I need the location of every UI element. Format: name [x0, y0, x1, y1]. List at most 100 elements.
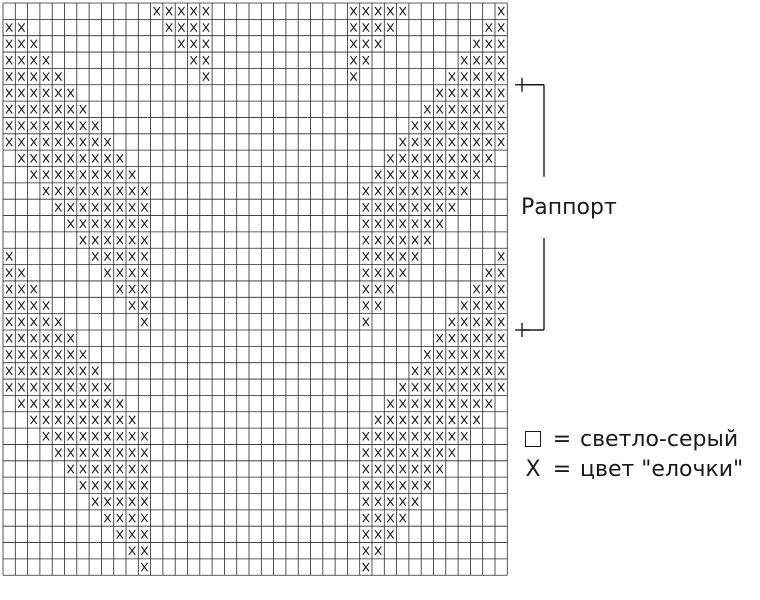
pattern-stitch-x	[128, 235, 136, 245]
pattern-stitch-x	[17, 39, 26, 49]
rapport-bracket	[515, 77, 545, 337]
pattern-stitch-x	[448, 317, 456, 327]
pattern-stitch-x	[30, 350, 38, 360]
pattern-stitch-x	[411, 219, 419, 229]
pattern-stitch-x	[497, 268, 505, 278]
pattern-stitch-x	[497, 382, 505, 392]
pattern-stitch-x	[485, 333, 493, 343]
pattern-stitch-x	[386, 415, 395, 425]
pattern-stitch-x	[116, 268, 124, 278]
pattern-stitch-x	[448, 333, 456, 343]
pattern-stitch-x	[485, 399, 493, 409]
pattern-stitch-x	[386, 23, 395, 33]
pattern-stitch-x	[472, 317, 481, 327]
pattern-stitch-x	[54, 88, 62, 98]
pattern-stitch-x	[103, 513, 112, 523]
pattern-stitch-x	[79, 219, 87, 229]
pattern-stitch-x	[448, 448, 456, 458]
pattern-stitch-x	[140, 202, 149, 212]
pattern-stitch-x	[30, 137, 38, 147]
legend-row-light-gray: =светло-серый	[522, 427, 738, 453]
pattern-stitch-x	[436, 88, 444, 98]
pattern-stitch-x	[362, 55, 370, 65]
pattern-stitch-x	[472, 137, 481, 147]
pattern-stitch-x	[17, 268, 26, 278]
pattern-stitch-x	[436, 415, 444, 425]
pattern-stitch-x	[91, 464, 99, 474]
pattern-stitch-x	[485, 104, 493, 114]
pattern-stitch-x	[411, 415, 419, 425]
pattern-stitch-x	[54, 121, 62, 131]
pattern-stitch-x	[30, 39, 38, 49]
chart-grid	[2, 2, 508, 576]
pattern-stitch-x	[116, 497, 124, 507]
pattern-stitch-x	[386, 513, 395, 523]
pattern-stitch-x	[436, 219, 444, 229]
pattern-stitch-x	[140, 251, 149, 261]
pattern-stitch-x	[202, 55, 210, 65]
pattern-stitch-x	[67, 202, 75, 212]
pattern-stitch-x	[386, 497, 395, 507]
pattern-stitch-x	[386, 219, 395, 229]
pattern-stitch-x	[42, 399, 50, 409]
pattern-stitch-x	[411, 382, 419, 392]
pattern-stitch-x	[399, 513, 407, 523]
pattern-stitch-x	[202, 23, 210, 33]
pattern-stitch-x	[30, 317, 38, 327]
pattern-stitch-x	[374, 186, 382, 196]
pattern-stitch-x	[411, 137, 419, 147]
pattern-stitch-x	[448, 170, 456, 180]
pattern-stitch-x	[399, 251, 407, 261]
pattern-stitch-x	[116, 235, 124, 245]
pattern-stitch-x	[128, 480, 136, 490]
pattern-stitch-x	[5, 55, 13, 65]
pattern-stitch-x	[399, 431, 407, 441]
pattern-stitch-x	[399, 153, 407, 163]
pattern-stitch-x	[30, 104, 38, 114]
pattern-stitch-x	[42, 366, 50, 376]
pattern-stitch-x	[436, 104, 444, 114]
pattern-stitch-x	[349, 23, 358, 33]
pattern-stitch-x	[42, 300, 50, 310]
pattern-stitch-x	[497, 104, 505, 114]
pattern-stitch-x	[497, 88, 505, 98]
pattern-stitch-x	[362, 464, 370, 474]
pattern-stitch-x	[91, 480, 99, 490]
pattern-stitch-x	[103, 170, 112, 180]
pattern-stitch-x	[423, 121, 431, 131]
pattern-stitch-x	[103, 235, 112, 245]
pattern-stitch-x	[140, 284, 149, 294]
pattern-stitch-x	[140, 464, 149, 474]
pattern-stitch-x	[485, 382, 493, 392]
pattern-stitch-x	[472, 104, 481, 114]
pattern-stitch-x	[91, 186, 99, 196]
pattern-stitch-x	[485, 350, 493, 360]
pattern-stitch-x	[485, 55, 493, 65]
pattern-stitch-x	[67, 104, 75, 114]
pattern-stitch-x	[67, 186, 75, 196]
pattern-stitch-x	[436, 399, 444, 409]
pattern-stitch-x	[374, 415, 382, 425]
pattern-stitch-x	[30, 366, 38, 376]
pattern-stitch-x	[448, 153, 456, 163]
pattern-stitch-x	[448, 366, 456, 376]
pattern-stitch-x	[374, 219, 382, 229]
legend-equals: =	[552, 427, 572, 452]
pattern-stitch-x	[460, 72, 468, 82]
pattern-stitch-x	[140, 317, 149, 327]
pattern-stitch-x	[448, 382, 456, 392]
pattern-stitch-x	[5, 251, 13, 261]
pattern-stitch-x	[17, 88, 26, 98]
knitting-chart	[2, 2, 545, 576]
pattern-stitch-x	[423, 399, 431, 409]
pattern-stitch-x	[399, 382, 407, 392]
pattern-stitch-x	[116, 399, 124, 409]
pattern-stitch-x	[399, 497, 407, 507]
pattern-stitch-x	[472, 382, 481, 392]
pattern-stitch-x	[140, 268, 149, 278]
pattern-stitch-x	[485, 137, 493, 147]
pattern-stitch-x	[362, 317, 370, 327]
pattern-stitch-x	[128, 268, 136, 278]
pattern-stitch-x	[386, 529, 395, 539]
pattern-stitch-x	[103, 268, 112, 278]
